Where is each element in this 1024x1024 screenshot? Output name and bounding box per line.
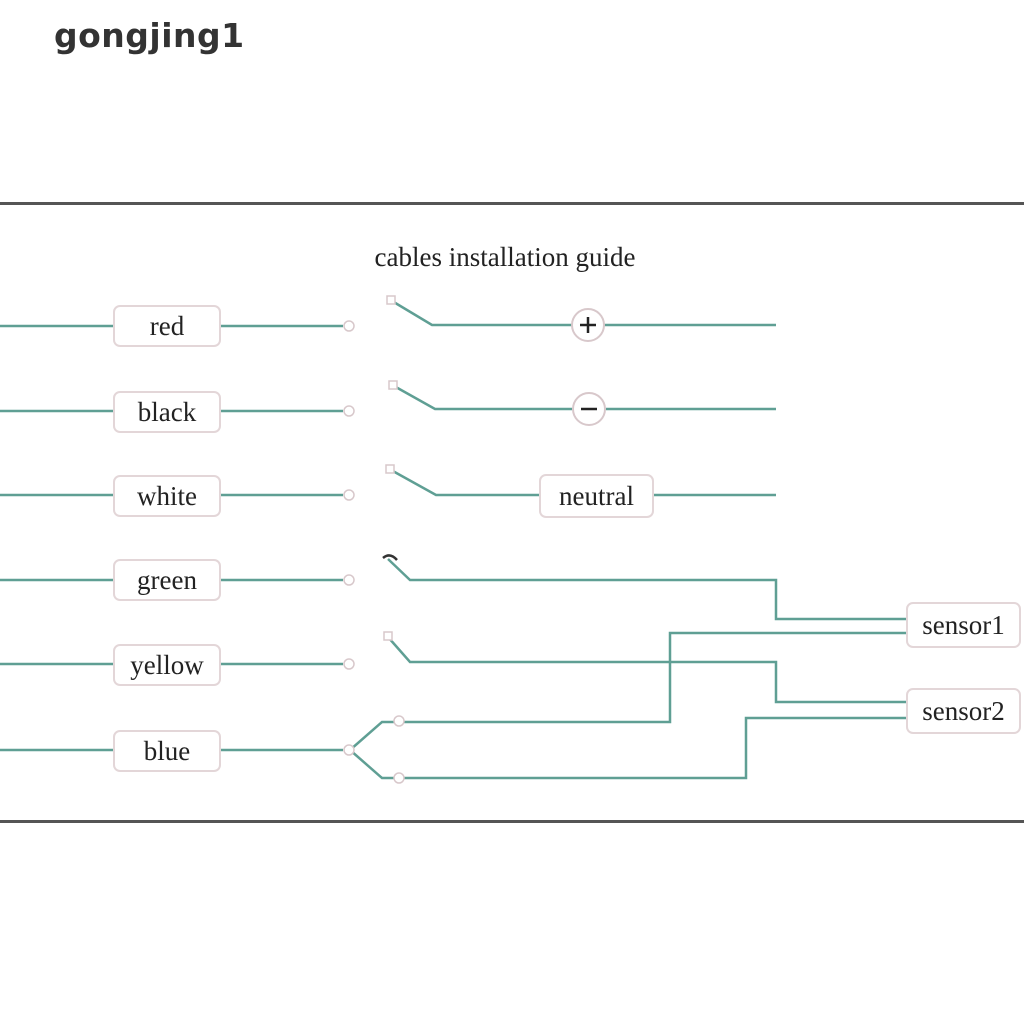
cable-label-white: white (113, 475, 221, 517)
minus-icon (572, 392, 606, 426)
cable-label-yellow: yellow (113, 644, 221, 686)
diagram-title: cables installation guide (374, 242, 636, 272)
cable-label-black: black (113, 391, 221, 433)
switch-node-yellow (383, 631, 393, 641)
switch-node-black (388, 380, 398, 390)
terminal-green (343, 574, 355, 586)
fork-node-top (393, 715, 405, 727)
cable-label-green: green (113, 559, 221, 601)
bottom-border (0, 820, 1024, 823)
wire-blue-to-sensor1 (349, 631, 908, 751)
switch-node-green (382, 554, 398, 561)
switch-white (390, 468, 540, 497)
top-border (0, 202, 1024, 205)
cable-label-blue: blue (113, 730, 221, 772)
terminal-white (343, 489, 355, 501)
plus-icon (571, 308, 605, 342)
wire-blue-to-sensor2 (349, 716, 908, 780)
switch-node-red (386, 295, 396, 305)
fork-node-bottom (393, 772, 405, 784)
cable-label-red: red (113, 305, 221, 347)
switch-black (393, 384, 572, 411)
sensor2-label: sensor2 (906, 688, 1021, 734)
terminal-red (343, 320, 355, 332)
sensor1-label: sensor1 (906, 602, 1021, 648)
terminal-yellow (343, 658, 355, 670)
watermark-text: gongjing1 (54, 16, 245, 55)
neutral-label: neutral (539, 474, 654, 518)
wire-green-to-sensor1 (387, 558, 908, 621)
switch-node-white (385, 464, 395, 474)
terminal-blue (343, 744, 355, 756)
terminal-black (343, 405, 355, 417)
wire-yellow-to-sensor2 (387, 636, 908, 704)
switch-red (391, 299, 572, 327)
